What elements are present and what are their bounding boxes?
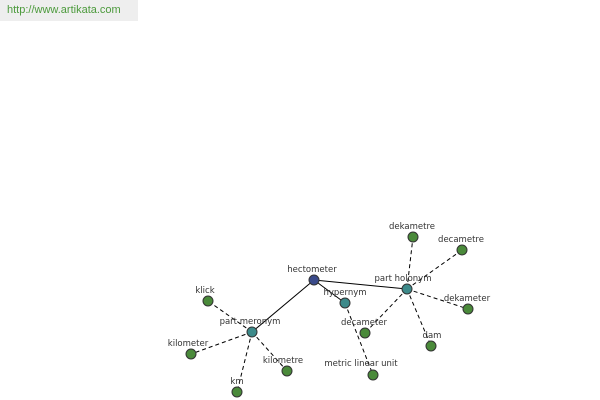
edge-part-holonym-dam xyxy=(406,288,432,347)
edge-hectometer-part-meronym xyxy=(251,279,315,333)
node-circle-dekametre[interactable] xyxy=(407,231,419,243)
node-klick[interactable]: klick xyxy=(195,286,215,307)
node-dekametre[interactable]: dekametre xyxy=(389,222,435,243)
node-decameter[interactable]: decameter xyxy=(341,318,388,339)
node-hectometer[interactable]: hectometer xyxy=(287,265,337,286)
node-label-kilometre: kilometre xyxy=(263,356,303,366)
node-label-part-holonym: part holonym xyxy=(375,274,432,284)
node-label-hypernym: hypernym xyxy=(323,288,366,298)
edges-layer xyxy=(190,236,469,393)
node-dekameter[interactable]: dekameter xyxy=(444,294,491,315)
node-circle-dekameter[interactable] xyxy=(462,303,474,315)
node-label-dam: dam xyxy=(423,331,442,341)
nodes-layer: hectometer part meronym hypernym part holon… xyxy=(168,222,491,398)
edge-hectometer-part-holonym xyxy=(313,279,408,290)
node-circle-hypernym[interactable] xyxy=(339,297,351,309)
edge-part-meronym-kilometer xyxy=(190,331,253,355)
edge-part-holonym-decameter xyxy=(364,288,408,334)
node-part-meronym[interactable]: part meronym xyxy=(220,317,281,338)
edge-part-meronym-km xyxy=(236,331,253,393)
node-label-dekameter: dekameter xyxy=(444,294,491,304)
edge-hectometer-hypernym xyxy=(313,279,346,304)
node-circle-decameter[interactable] xyxy=(359,327,371,339)
node-hypernym[interactable]: hypernym xyxy=(323,288,367,309)
node-circle-metric-linear-unit[interactable] xyxy=(367,369,379,381)
node-circle-km[interactable] xyxy=(231,386,243,398)
node-label-decameter: decameter xyxy=(341,318,388,328)
node-circle-part-holonym[interactable] xyxy=(401,283,413,295)
edge-part-holonym-dekameter xyxy=(406,288,469,310)
edge-part-meronym-klick xyxy=(207,300,253,333)
edge-hypernym-metric-linear-unit xyxy=(344,302,374,376)
node-decametre[interactable]: decametre xyxy=(438,235,484,256)
node-kilometer[interactable]: kilometer xyxy=(168,339,209,360)
node-circle-kilometre[interactable] xyxy=(281,365,293,377)
node-circle-dam[interactable] xyxy=(425,340,437,352)
node-kilometre[interactable]: kilometre xyxy=(263,356,303,377)
node-circle-klick[interactable] xyxy=(202,295,214,307)
source-link[interactable]: http://www.artikata.com xyxy=(0,0,138,21)
node-metric-linear-unit[interactable]: metric linear unit xyxy=(324,359,398,381)
edge-part-holonym-dekametre xyxy=(406,236,414,290)
edge-part-meronym-kilometre xyxy=(251,331,288,372)
node-label-klick: klick xyxy=(195,286,214,296)
node-label-kilometer: kilometer xyxy=(168,339,209,349)
node-label-decametre: decametre xyxy=(438,235,484,245)
node-label-part-meronym: part meronym xyxy=(220,317,281,327)
node-dam[interactable]: dam xyxy=(423,331,442,352)
node-label-metric-linear-unit: metric linear unit xyxy=(324,359,398,369)
node-circle-part-meronym[interactable] xyxy=(246,326,258,338)
edge-part-holonym-decametre xyxy=(406,249,463,290)
node-circle-kilometer[interactable] xyxy=(185,348,197,360)
node-label-km: km xyxy=(230,377,243,387)
node-label-dekametre: dekametre xyxy=(389,222,435,232)
node-label-hectometer: hectometer xyxy=(287,265,337,275)
node-km[interactable]: km xyxy=(230,377,244,398)
node-part-holonym[interactable]: part holonym xyxy=(375,274,432,295)
node-circle-decametre[interactable] xyxy=(456,244,468,256)
node-circle-hectometer[interactable] xyxy=(308,274,320,286)
